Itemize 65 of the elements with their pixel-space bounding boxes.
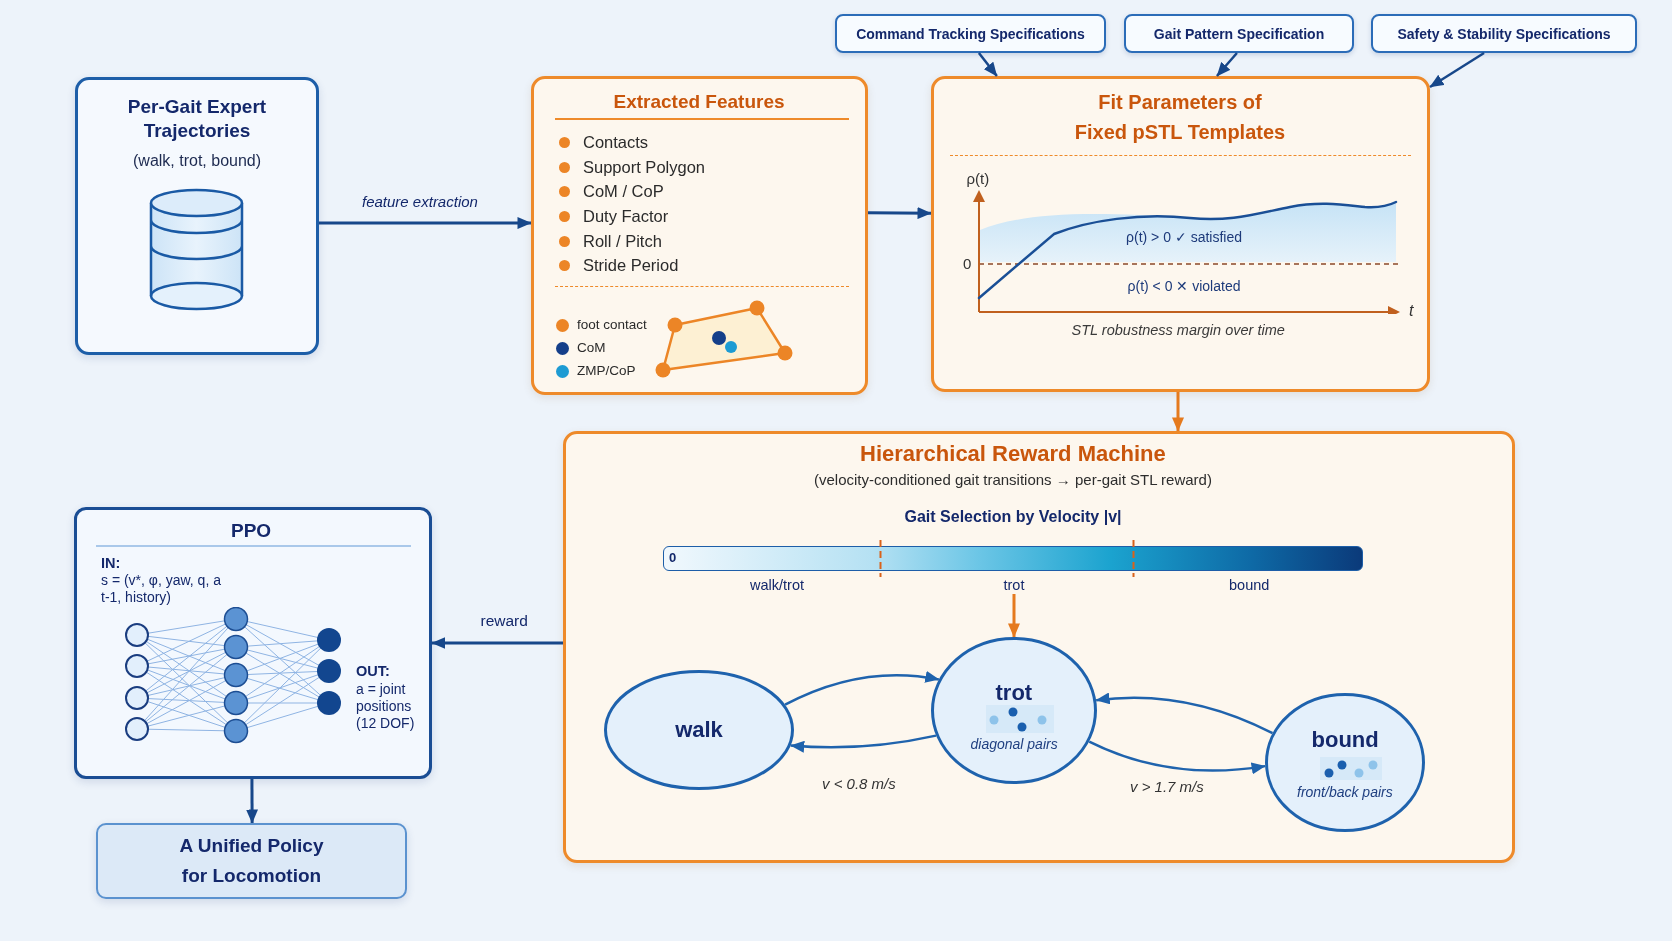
range-label: trot [1003,576,1025,594]
io-heading: IN: [101,554,121,572]
state-name: bound [1311,727,1379,753]
region-label: ρ(t) < 0 ✕ violated [1127,277,1241,295]
panel-title: Fit Parameters of Fixed pSTL Templates [1073,90,1287,145]
list-item: Duty Factor [583,206,669,226]
arrow [1008,594,1020,638]
arrow [1429,51,1485,89]
box-title: A Unified Policy for Locomotion [178,834,325,888]
list-item: Support Polygon [583,157,705,177]
spec-box [1371,14,1637,53]
panel-subtitle: (walk, trot, bound) [133,151,262,171]
spec-box [1124,14,1354,53]
axis-tick-label: 0 [963,255,972,273]
list-item: Stride Period [583,255,679,275]
list-item: CoM / CoP [583,181,664,201]
range-label: walk/trot [750,576,804,594]
list-item: Contacts [583,132,649,152]
state-caption: diagonal pairs [970,735,1058,753]
panel-title: Per-Gait Expert Trajectories [126,95,268,143]
panel-subtitle: (velocity-conditioned gait transitions → per-gait STL reward) [814,470,1212,490]
panel-title: Extracted Features [613,90,785,114]
source-panel [75,77,319,355]
scale-heading: Gait Selection by Velocity |v| [904,507,1122,527]
panel-title: PPO [231,519,272,543]
gait-state-ellipse [931,637,1097,784]
state-name: walk [675,717,723,743]
io-heading: OUT: [356,662,390,680]
curved-arrow [784,671,940,706]
gait-state-ellipse [604,670,794,790]
state-caption: front/back pairs [1297,783,1393,801]
io-description: s = (v*, φ, yaw, q, a t-1, history) [101,572,222,606]
legend-label: CoM [577,340,606,356]
policy-panel [74,507,432,779]
curved-arrow [1088,740,1266,774]
box-title: Safety & Stability Specifications [1397,24,1611,43]
list-item: Roll / Pitch [583,231,662,251]
panel-title: Hierarchical Reward Machine [860,441,1166,467]
arrow [246,779,259,824]
legend-label: ZMP/CoP [577,363,636,379]
arrow [1172,392,1184,432]
arrow [977,52,998,77]
arrow [868,207,932,220]
box-title: Command Tracking Specifications [856,24,1085,43]
chart-caption: STL robustness margin over time [1071,321,1285,339]
spec-box [835,14,1106,53]
feature-panel [531,76,868,395]
io-description: a = joint positions (12 DOF) [356,681,416,732]
range-label: bound [1229,576,1270,594]
arrow [1216,52,1238,77]
curved-arrow [790,734,937,753]
box-title: Gait Pattern Specification [1153,24,1325,43]
arrow [431,637,563,649]
gait-state-ellipse [1265,693,1425,832]
curved-arrow [1095,692,1274,735]
process-panel [931,76,1430,392]
region-label: ρ(t) > 0 ✓ satisfied [1126,228,1243,246]
result-box [96,823,407,899]
axis-label: t [1409,302,1414,320]
legend-label: foot contact [577,317,647,333]
reward-machine-panel [563,431,1515,863]
scale-value: 0 [669,549,677,567]
arrow [319,217,532,230]
axis-label: ρ(t) [966,170,990,188]
state-name: trot [995,680,1033,706]
